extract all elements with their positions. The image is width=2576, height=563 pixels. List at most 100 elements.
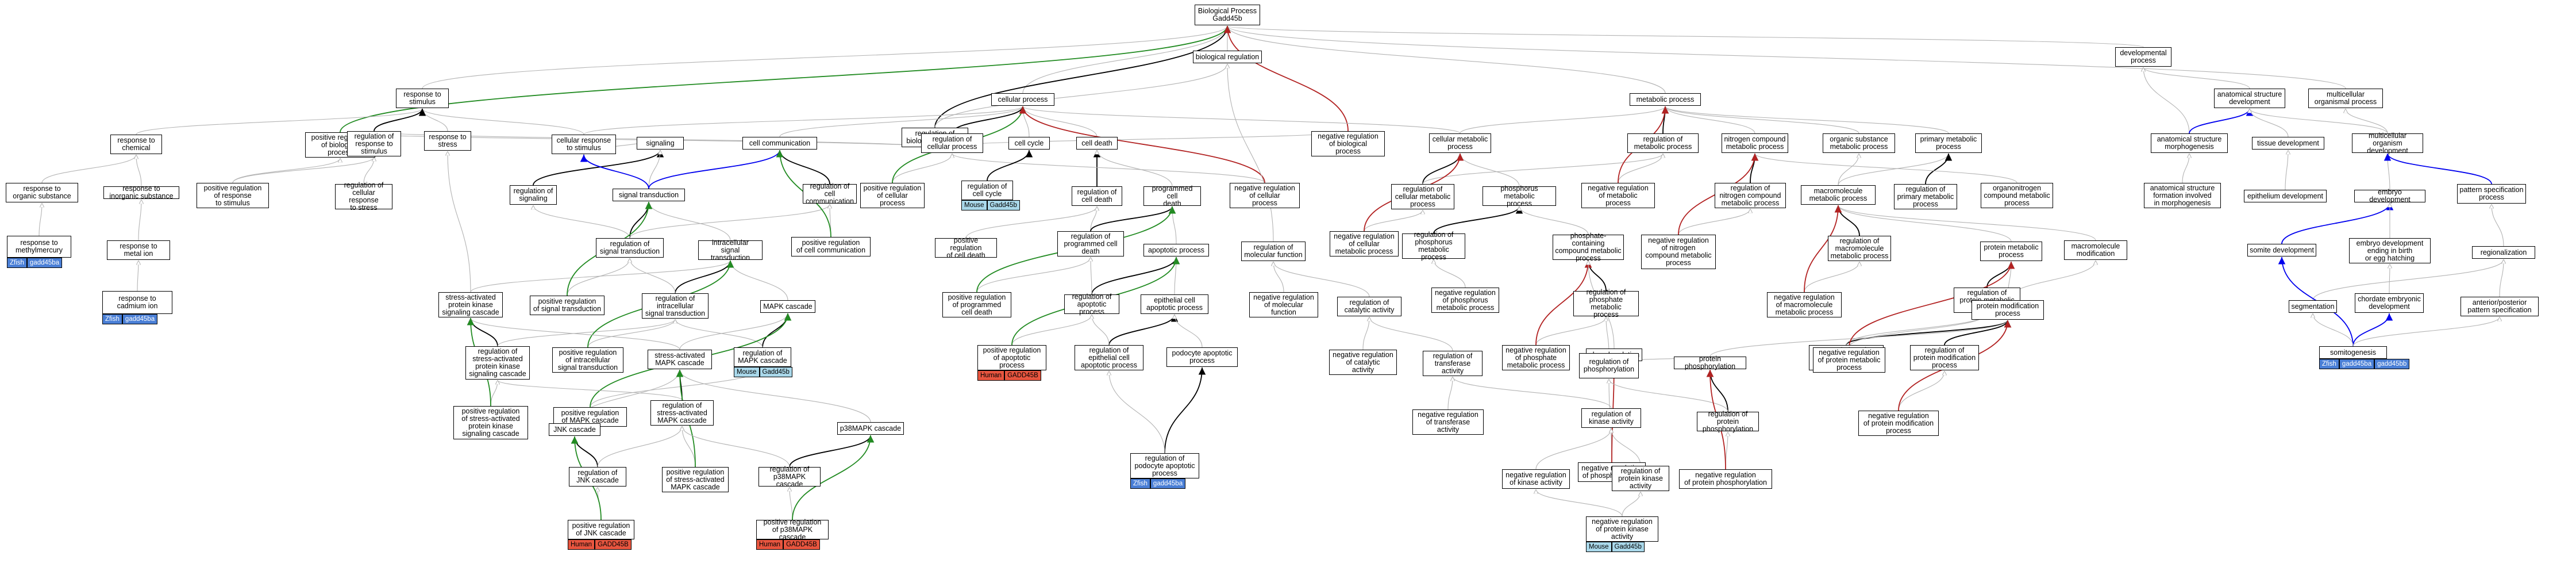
go-term-bp[interactable]: Biological Process Gadd45b: [1195, 5, 1260, 25]
go-term-prist[interactable]: positive regulation of intracellular sig…: [552, 347, 623, 373]
go-term-rsapk[interactable]: regulation of stress-activated protein k…: [465, 346, 530, 380]
go-term-mmp[interactable]: macromolecule metabolic process: [1801, 185, 1876, 205]
go-term-rist[interactable]: regulation of intracellular signal trans…: [642, 293, 709, 319]
go-term-segmentation[interactable]: segmentation: [2289, 300, 2337, 313]
go-term-multiorg[interactable]: multicellular organismal process: [2308, 89, 2383, 108]
go-term-mod[interactable]: multicellular organism development: [2352, 132, 2423, 154]
go-term-prrts[interactable]: positive regulation of response to stimu…: [197, 183, 269, 208]
go-term-nrbp[interactable]: negative regulation of biological proces…: [1311, 131, 1385, 156]
go-term-nrmp[interactable]: negative regulation of metabolic process: [1581, 183, 1655, 208]
go-term-ist[interactable]: intracellular signal transduction: [698, 239, 763, 261]
go-term-rtstress[interactable]: response to stress: [424, 131, 471, 151]
go-term-somitogenesis[interactable]: somitogenesis: [2319, 346, 2387, 359]
go-term-mmmod[interactable]: macromolecule modification: [2064, 240, 2127, 260]
go-term-celldeath[interactable]: cell death: [1076, 137, 1118, 150]
go-term-podap[interactable]: podocyte apoptotic process: [1166, 347, 1238, 367]
go-term-rcc[interactable]: regulation of cell communication: [803, 182, 857, 205]
go-term-pmp[interactable]: primary metabolic process: [1915, 133, 1982, 153]
go-term-rcrts[interactable]: regulation of cellular response to stres…: [335, 182, 392, 212]
go-term-prp38[interactable]: positive regulation of p38MAPK cascade: [756, 518, 829, 541]
go-term-rca[interactable]: regulation of catalytic activity: [1337, 297, 1401, 316]
go-term-rtchem[interactable]: response to chemical: [110, 135, 162, 154]
go-term-rmp[interactable]: regulation of metabolic process: [1627, 133, 1699, 153]
go-term-rjnk[interactable]: regulation of JNK cascade: [569, 467, 626, 487]
go-term-crts[interactable]: cellular response to stimulus: [552, 135, 616, 154]
go-term-pccmp[interactable]: phosphate-containing compound metabolic …: [1553, 232, 1624, 262]
go-term-apop[interactable]: apoptotic process: [1143, 244, 1209, 256]
go-term-rpmp[interactable]: regulation of primary metabolic process: [1894, 184, 1957, 209]
go-term-rtis[interactable]: response to inorganic substance: [103, 185, 179, 200]
go-term-somdev[interactable]: somite development: [2247, 244, 2316, 256]
go-term-rphosmp[interactable]: regulation of phosphorus metabolic proce…: [1402, 231, 1465, 261]
go-term-cellproc[interactable]: cellular process: [991, 93, 1054, 106]
go-term-nrka[interactable]: negative regulation of kinase activity: [1502, 469, 1570, 489]
go-term-rcd[interactable]: regulation of cell death: [1072, 186, 1122, 206]
go-term-asm[interactable]: anatomical structure morphogenesis: [2151, 133, 2228, 153]
go-term-regionalization[interactable]: regionalization: [2472, 246, 2535, 259]
go-term-asfim[interactable]: anatomical structure formation involved …: [2144, 183, 2221, 208]
go-term-prst[interactable]: positive regulation of signal transducti…: [530, 296, 604, 315]
go-term-rphatemp[interactable]: regulation of phosphate metabolic proces…: [1573, 289, 1639, 319]
go-term-prcp[interactable]: positive regulation of cellular process: [860, 183, 925, 208]
go-term-ntransferase[interactable]: negative regulation of transferase activ…: [1412, 409, 1484, 435]
go-term-nrmmp[interactable]: negative regulation of macromolecule met…: [1767, 292, 1842, 317]
go-term-rp38[interactable]: regulation of p38MAPK cascade: [758, 465, 821, 488]
go-term-nrphatemp[interactable]: negative regulation of phosphate metabol…: [1502, 345, 1570, 370]
go-term-cmp[interactable]: cellular metabolic process: [1429, 133, 1491, 153]
go-term-prjnk[interactable]: positive regulation of JNK cascade: [568, 520, 634, 539]
go-term-rncmp[interactable]: regulation of nitrogen compound metaboli…: [1715, 183, 1786, 208]
go-term-jnk[interactable]: JNK cascade: [549, 423, 600, 436]
go-term-prpcd[interactable]: positive regulation of programmed cell d…: [942, 292, 1011, 317]
go-term-rpodap[interactable]: regulation of podocyte apoptotic process: [1130, 453, 1199, 478]
go-term-mapk[interactable]: MAPK cascade: [760, 300, 815, 313]
go-term-rtmetal[interactable]: response to metal ion: [107, 240, 170, 260]
go-term-sapk[interactable]: stress-activated protein kinase signalin…: [438, 292, 503, 317]
go-term-metab[interactable]: metabolic process: [1630, 93, 1701, 106]
go-term-protphos[interactable]: protein phosphorylation: [1674, 355, 1746, 370]
go-term-signaling[interactable]: signaling: [637, 137, 684, 150]
go-term-tissuedev[interactable]: tissue development: [2252, 137, 2324, 150]
go-term-rmapk[interactable]: regulation of MAPK cascade: [734, 347, 791, 367]
go-term-rmmp[interactable]: regulation of macromolecule metabolic pr…: [1828, 236, 1891, 261]
go-term-nrpp[interactable]: negative regulation of protein phosphory…: [1679, 469, 1772, 489]
go-term-rpka[interactable]: regulation of protein kinase activity: [1612, 466, 1669, 491]
go-term-rpcd[interactable]: regulation of programmed cell death: [1057, 231, 1124, 256]
go-term-nrpmodp[interactable]: negative regulation of protein modificat…: [1858, 411, 1939, 436]
go-term-ncatalytic[interactable]: negative regulation of catalytic activit…: [1329, 350, 1397, 375]
go-term-rrts[interactable]: regulation of response to stimulus: [347, 131, 401, 156]
go-term-cellcomm[interactable]: cell communication: [742, 137, 817, 150]
go-term-nrncmp[interactable]: negative regulation of nitrogen compound…: [1641, 235, 1716, 269]
go-term-devproc[interactable]: developmental process: [2115, 47, 2171, 67]
go-term-embdev[interactable]: embryo development: [2354, 189, 2425, 204]
go-term-prcd[interactable]: positive regulation of cell death: [935, 236, 997, 259]
go-term-rts[interactable]: response to stimulus: [396, 89, 449, 108]
go-term-pcd[interactable]: programmed cell death: [1143, 185, 1201, 207]
go-term-ros[interactable]: regulation of signaling: [510, 185, 557, 205]
go-term-rccm[interactable]: regulation of cellular metabolic process: [1391, 184, 1454, 209]
go-term-epidev[interactable]: epithelium development: [2244, 190, 2327, 202]
go-term-prcc[interactable]: positive regulation of cell communicatio…: [791, 237, 871, 256]
go-term-rka[interactable]: regulation of kinase activity: [1581, 408, 1641, 428]
go-term-rmf[interactable]: regulation of molecular function: [1241, 242, 1306, 261]
go-term-samapk[interactable]: stress-activated MAPK cascade: [648, 350, 712, 369]
go-term-rpmp2[interactable]: regulation of protein modification proce…: [1910, 345, 1979, 370]
go-term-protmod[interactable]: protein modification process: [1972, 300, 2044, 320]
go-term-apsp[interactable]: anterior/posterior pattern specification: [2461, 297, 2539, 316]
go-term-psp[interactable]: pattern specification process: [2457, 184, 2526, 204]
go-term-rprotphos[interactable]: regulation of protein phosphorylation: [1697, 410, 1759, 432]
go-term-rap[interactable]: regulation of apoptotic process: [1064, 293, 1119, 315]
go-term-rtransferase[interactable]: regulation of transferase activity: [1423, 351, 1483, 376]
go-term-nrcp[interactable]: negative regulation of cellular process: [1230, 183, 1300, 208]
go-term-rtos[interactable]: response to organic substance: [6, 183, 78, 202]
go-term-prap[interactable]: positive regulation of apoptotic process: [977, 345, 1046, 370]
go-term-rcycle[interactable]: regulation of cell cycle: [961, 181, 1013, 200]
go-term-protmp[interactable]: protein metabolic process: [1980, 242, 2042, 261]
go-term-nrcmp[interactable]: negative regulation of cellular metaboli…: [1330, 231, 1399, 256]
go-term-nrmf2[interactable]: negative regulation of molecular functio…: [1249, 292, 1318, 317]
go-term-ocmp[interactable]: organonitrogen compound metabolic proces…: [1981, 183, 2053, 208]
go-term-anatdev[interactable]: anatomical structure development: [2214, 89, 2285, 108]
go-term-p38[interactable]: p38MAPK cascade: [837, 422, 904, 435]
go-term-rphosphorylation[interactable]: regulation of phosphorylation: [1579, 353, 1639, 378]
go-term-chordemb[interactable]: chordate embryonic development: [2355, 293, 2424, 313]
go-term-st[interactable]: signal transduction: [613, 189, 685, 201]
